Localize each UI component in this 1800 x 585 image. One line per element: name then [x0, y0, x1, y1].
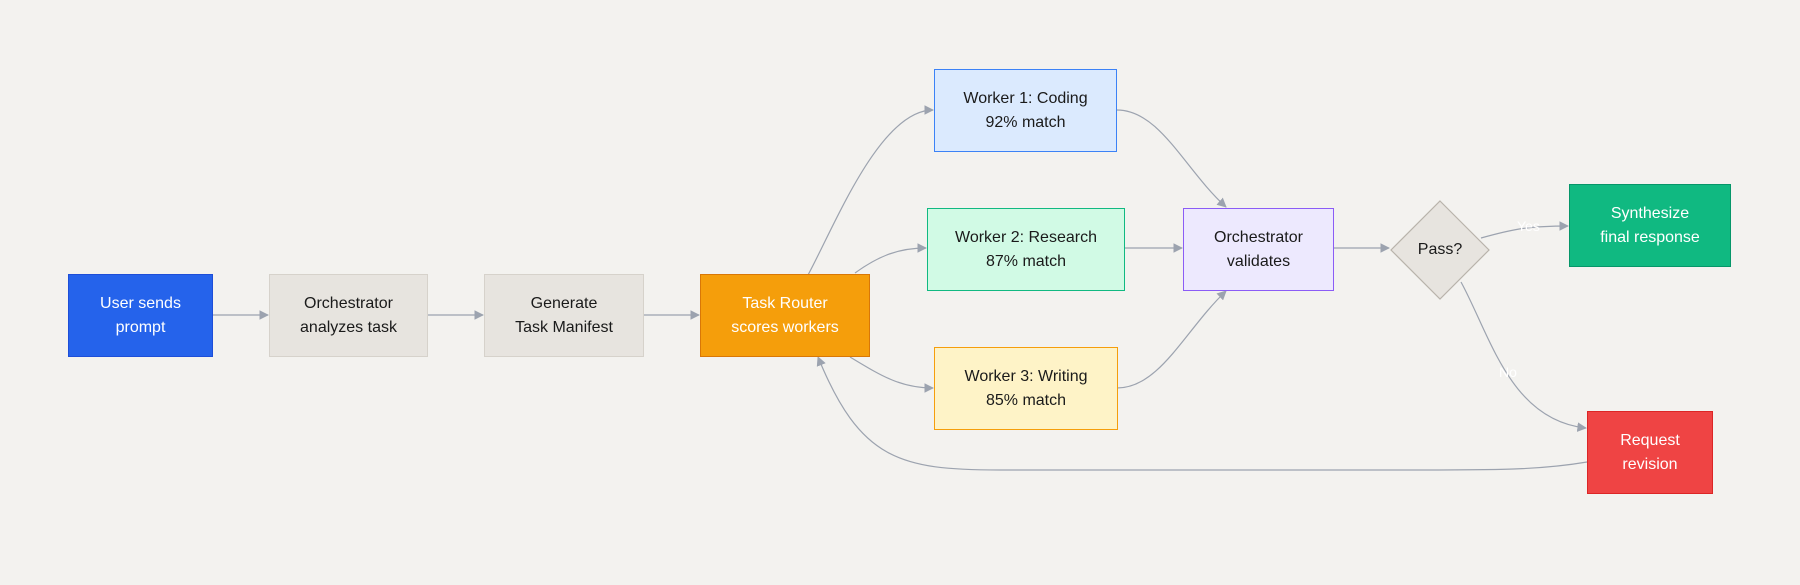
node-pass-decision: Pass?	[1400, 236, 1480, 264]
node-generate-manifest: Generate Task Manifest	[484, 274, 644, 357]
node-worker2-line-2: 87% match	[985, 252, 1067, 270]
node-user-sends-prompt: User sends prompt	[68, 274, 213, 357]
node-validate-line-2: validates	[1226, 252, 1291, 270]
pass-decision-diamond	[1390, 200, 1490, 300]
node-worker-coding: Worker 1: Coding 92% match	[934, 69, 1117, 152]
node-synth-line-1: Synthesize	[1610, 204, 1690, 222]
node-revise-line-1: Request	[1620, 431, 1680, 449]
node-revise-line-2: revision	[1622, 455, 1678, 473]
node-user-line-1: User sends	[100, 294, 181, 312]
node-worker1-line-1: Worker 1: Coding	[963, 89, 1088, 107]
edge-router-to-worker2	[854, 243, 927, 274]
edge-revise-to-router	[816, 356, 1588, 471]
node-router-line-1: Task Router	[742, 294, 828, 312]
node-worker3-line-2: 85% match	[985, 391, 1067, 409]
node-request-revision: Request revision	[1587, 411, 1713, 494]
edge-worker1-to-validate	[1116, 109, 1227, 208]
node-worker2-line-1: Worker 2: Research	[955, 228, 1097, 246]
node-validate-line-1: Orchestrator	[1214, 228, 1303, 246]
node-worker-research: Worker 2: Research 87% match	[927, 208, 1125, 291]
node-manifest-line-2: Task Manifest	[515, 318, 613, 336]
node-analyze-line-2: analyzes task	[300, 318, 397, 336]
node-worker-writing: Worker 3: Writing 85% match	[934, 347, 1118, 430]
edge-worker3-to-validate	[1116, 290, 1227, 389]
node-synthesize-response: Synthesize final response	[1569, 184, 1731, 267]
node-user-line-2: prompt	[115, 318, 166, 336]
edge-label-no: No	[1499, 364, 1517, 380]
node-pass-label: Pass?	[1417, 241, 1463, 258]
node-orchestrator-analyzes: Orchestrator analyzes task	[269, 274, 428, 357]
edge-router-to-worker3	[849, 356, 934, 393]
node-router-line-2: scores workers	[731, 318, 839, 336]
edge-pass-to-revise	[1460, 281, 1587, 432]
node-worker3-line-1: Worker 3: Writing	[964, 367, 1088, 385]
edge-router-to-worker1	[807, 105, 934, 276]
node-synth-line-2: final response	[1600, 228, 1700, 246]
node-orchestrator-validates: Orchestrator validates	[1183, 208, 1334, 291]
edge-pass-to-synth	[1480, 221, 1569, 239]
edge-label-yes: Yes	[1517, 218, 1540, 234]
node-analyze-line-1: Orchestrator	[304, 294, 393, 312]
node-worker1-line-2: 92% match	[985, 113, 1066, 131]
node-manifest-line-1: Generate	[530, 294, 598, 312]
node-task-router: Task Router scores workers	[700, 274, 870, 357]
